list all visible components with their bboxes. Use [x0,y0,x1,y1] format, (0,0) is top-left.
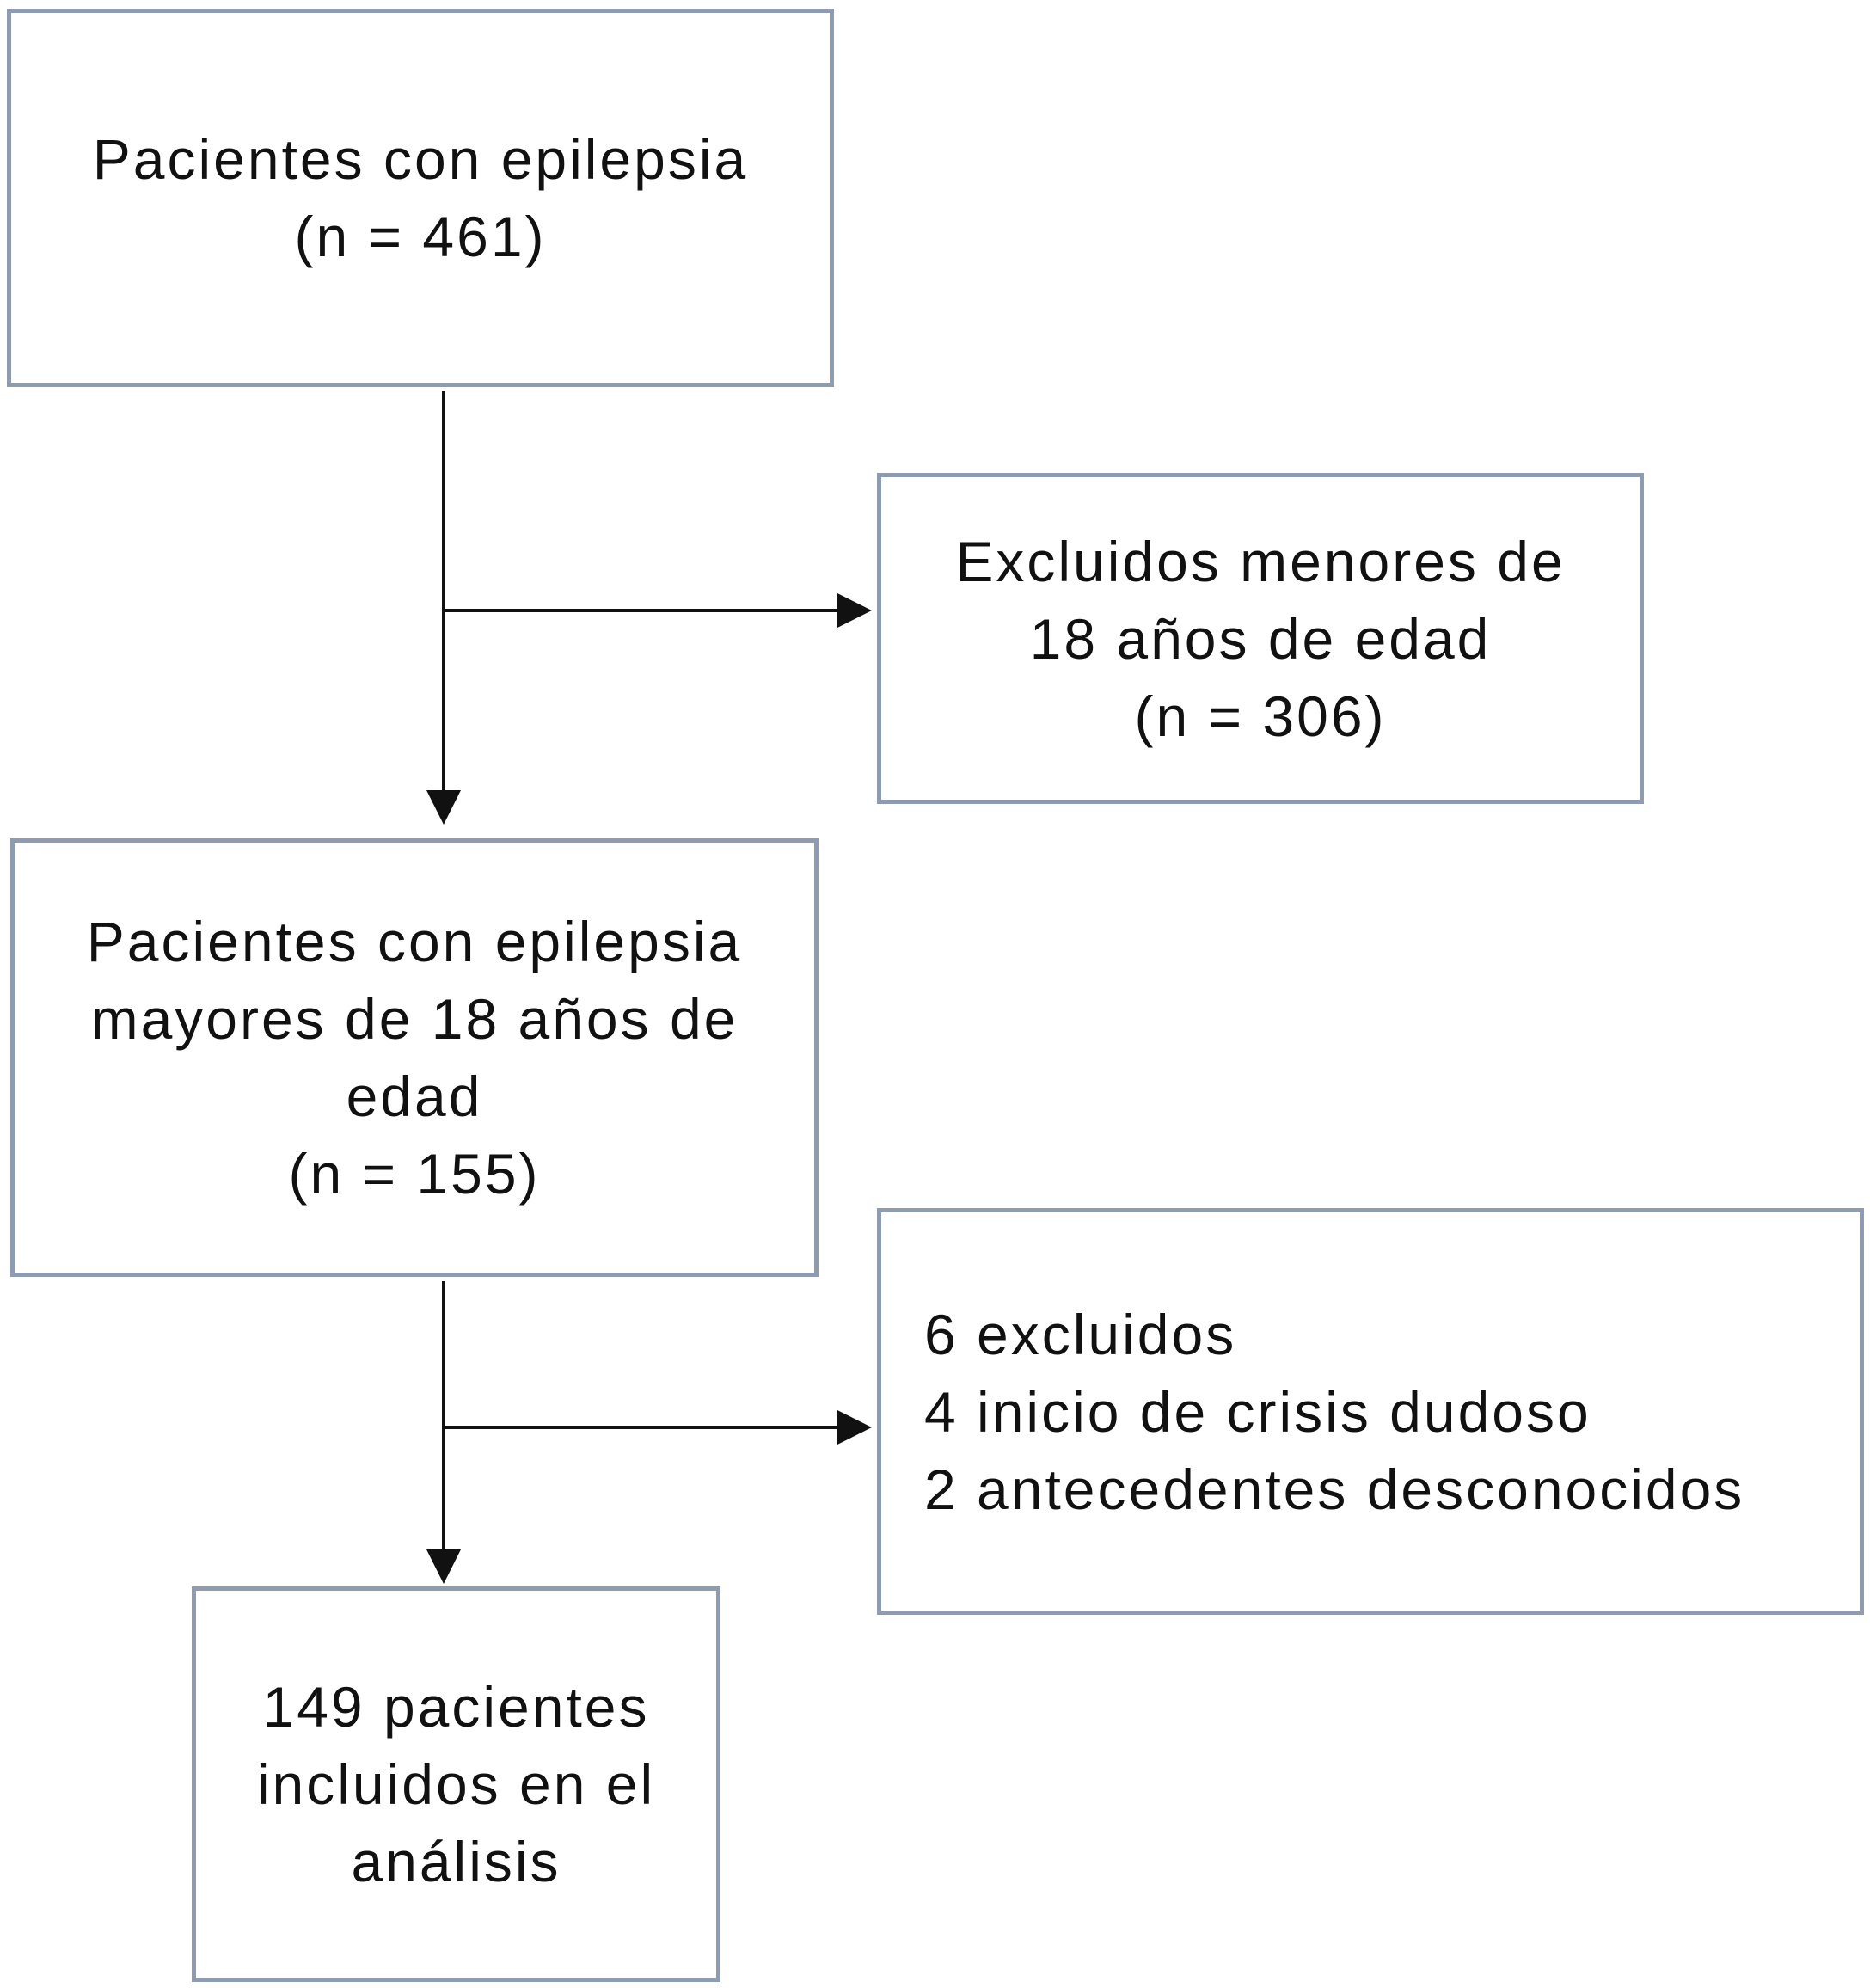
box-excluded-other: 6 excluidos 4 inicio de crisis dudoso 2 … [877,1208,1864,1615]
box-text-line: (n = 306) [1134,684,1387,748]
box-text-line: edad [346,1065,483,1128]
box-total-patients: Pacientes con epilepsia (n = 461) [7,9,834,387]
box-text-line: análisis [351,1830,561,1893]
box-text-line: 4 inicio de crisis dudoso [924,1379,1591,1444]
box-included-patients: 149 pacientes incluidos en el análisis [192,1586,720,1982]
box-text-line: 6 excluidos [924,1302,1237,1366]
box-text-line: incluidos en el [256,1752,656,1816]
box-text-line: Excluidos menores de [955,529,1566,593]
box-text-line: Pacientes con epilepsia [86,910,743,973]
box-excluded-minors: Excluidos menores de 18 años de edad (n … [877,473,1644,804]
box-text-line: (n = 155) [288,1142,541,1206]
box-text-line: 18 años de edad [1029,606,1492,671]
box-text-line: (n = 461) [294,205,547,268]
box-text-line: 149 pacientes [262,1675,650,1739]
box-text-line: 2 antecedentes desconocidos [924,1457,1745,1521]
box-text-line: mayores de 18 años de [90,987,739,1051]
box-text-line: Pacientes con epilepsia [92,127,749,191]
box-adult-patients: Pacientes con epilepsia mayores de 18 añ… [10,838,819,1277]
